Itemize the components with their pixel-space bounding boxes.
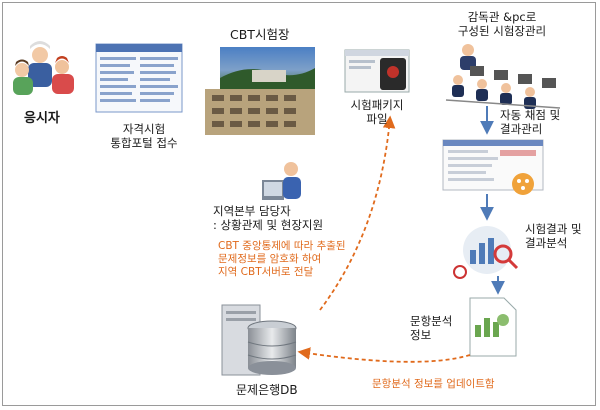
- result-analysis-icon: [453, 226, 519, 279]
- portal-label: 자격시험 통합포털 접수: [110, 122, 178, 150]
- grading-label: 자동 채점 및 결과관리: [500, 108, 561, 136]
- arrow-db-to-package: [319, 115, 396, 311]
- portal-screenshot: [95, 43, 183, 113]
- result-analysis-label: 시험결과 및 결과분석: [525, 222, 582, 250]
- package-file-label: 시험패키지 파일: [350, 98, 404, 126]
- applicant-label: 응시자: [24, 111, 60, 126]
- grading-screenshot: [442, 139, 544, 195]
- update-annotation: 문항분석 정보를 업데이트함: [372, 378, 495, 390]
- regional-staff-label: 지역본부 담당자 : 상황관제 및 현장지원: [213, 204, 324, 232]
- supervisor-label: 감독관 &pc로 구성된 시험장관리: [457, 10, 547, 38]
- item-analysis-label: 문항분석 정보: [410, 314, 453, 342]
- arrow-update-to-db: [297, 347, 471, 363]
- supervisor-group-icon: [445, 44, 561, 109]
- applicant-people-icon: [13, 41, 74, 95]
- item-analysis-document-icon: [469, 297, 517, 357]
- cbt-site-label: CBT시험장: [230, 27, 290, 42]
- regional-staff-icon: [262, 162, 301, 200]
- cbt-site-photo: [205, 47, 315, 135]
- question-db-icon: [221, 304, 297, 376]
- transfer-annotation: CBT 중앙통제에 따라 추출된 문제정보를 암호화 하여 지역 CBT서버로 …: [218, 240, 346, 278]
- package-file-screenshot: [344, 49, 410, 93]
- question-db-label: 문제은행DB: [236, 383, 298, 397]
